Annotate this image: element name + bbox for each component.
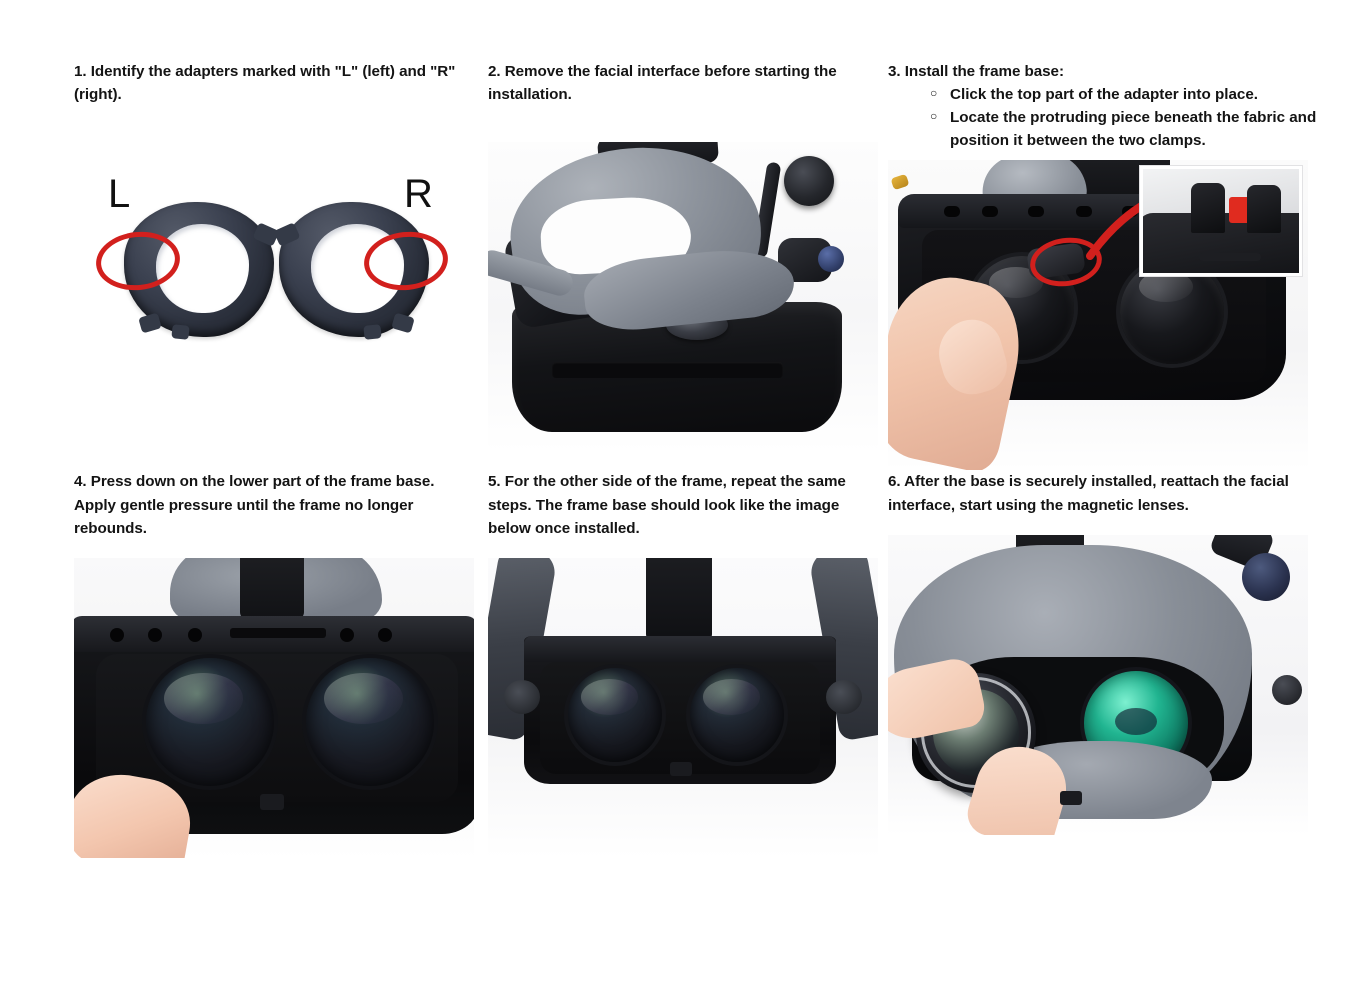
headset-button: [670, 761, 692, 776]
protruding-piece-highlight: [1229, 197, 1251, 224]
lens-reflection: [581, 679, 638, 715]
sensor-port: [1028, 206, 1044, 218]
step-4-column: 4. Press down on the lower part of the f…: [74, 470, 478, 858]
lens-left: [568, 667, 662, 762]
adapter-label-left: L: [108, 172, 131, 217]
step-3-bullet-1: ○ Click the top part of the adapter into…: [930, 84, 1318, 107]
step-2-column: 2. Remove the facial interface before st…: [478, 60, 878, 470]
lens-reflection: [323, 673, 404, 725]
step-1-text: 1. Identify the adapters marked with "L"…: [74, 63, 456, 104]
hinge-left: [504, 679, 540, 714]
blue-accent-right: [818, 246, 844, 273]
hinge-right: [1242, 552, 1290, 601]
clamp-right: [1247, 185, 1281, 234]
clamp-left: [1191, 183, 1225, 234]
lens-left: [146, 657, 274, 786]
lens-reflection: [163, 673, 244, 725]
sensor-port: [188, 627, 202, 642]
step-6-column: 6. After the base is securely installed,…: [874, 470, 1326, 857]
lens-right: [690, 667, 784, 762]
lr-adapters-illustration: L R: [74, 154, 474, 455]
installed-frame-base-photo: [488, 557, 878, 858]
adapter-label-right: R: [404, 172, 433, 217]
magnetic-lens-attach-photo: [888, 534, 1308, 835]
step-4-text: 4. Press down on the lower part of the f…: [74, 473, 435, 537]
hinge-right: [826, 679, 862, 714]
vent-slot: [230, 627, 326, 638]
lens-reflection: [703, 679, 760, 715]
step-5-column: 5. For the other side of the frame, repe…: [478, 470, 878, 858]
headset-button: [1060, 790, 1082, 805]
sensor-port: [944, 206, 960, 218]
step-3-bullets: ○ Click the top part of the adapter into…: [888, 84, 1318, 152]
step-2-text: 2. Remove the facial interface before st…: [488, 63, 837, 104]
adapter-right-nub-lower: [363, 324, 382, 341]
lens-right: [306, 657, 434, 786]
speaker-icon: [784, 156, 834, 207]
adjustment-knob: [1272, 674, 1302, 705]
step-3-bullet-2: ○ Locate the protruding piece beneath th…: [930, 107, 1318, 153]
lens-core: [1115, 708, 1157, 736]
sensor-port: [982, 206, 998, 218]
adapter-left-opening: [155, 223, 249, 313]
frame-base-install-photo: [888, 160, 1308, 471]
head-strap: [240, 557, 304, 620]
adapter-left: [124, 202, 280, 341]
steps-grid: 1. Identify the adapters marked with "L"…: [74, 60, 1326, 858]
step-6-text: 6. After the base is securely installed,…: [888, 473, 1289, 514]
bullet-circle-icon: ○: [930, 108, 938, 123]
adapter-right-nub-bottom: [391, 312, 415, 334]
head-strap: [646, 557, 712, 642]
inset-detail-photo: [1140, 166, 1302, 277]
step-5-text: 5. For the other side of the frame, repe…: [488, 473, 846, 537]
inset-slot: [1199, 253, 1261, 262]
adapter-right-opening: [310, 223, 404, 313]
headset-top-rim: [524, 635, 836, 662]
headset-button: [260, 793, 284, 810]
sensor-port: [110, 627, 124, 642]
step-1-column: 1. Identify the adapters marked with "L"…: [74, 60, 478, 470]
adapter-left-nub-bottom: [138, 312, 162, 334]
step-3-text: 3. Install the frame base:: [888, 63, 1064, 80]
sensor-port: [378, 627, 392, 642]
sensor-port: [340, 627, 354, 642]
step-3-bullet-1-label: Click the top part of the adapter into p…: [950, 86, 1259, 104]
adapter-left-nub-lower: [171, 324, 190, 341]
headset-top-rim: [74, 615, 474, 652]
adapter-right: [273, 202, 429, 341]
step-3-column: 3. Install the frame base: ○ Click the t…: [874, 60, 1326, 471]
lens-right: [1120, 260, 1224, 365]
sensor-port: [148, 627, 162, 642]
step-3-bullet-2-label: Locate the protruding piece beneath the …: [950, 108, 1317, 149]
bullet-circle-icon: ○: [930, 86, 938, 101]
sensor-port: [1076, 206, 1092, 218]
press-down-frame-base-photo: [74, 557, 474, 858]
facial-interface-removal-photo: [488, 142, 878, 453]
